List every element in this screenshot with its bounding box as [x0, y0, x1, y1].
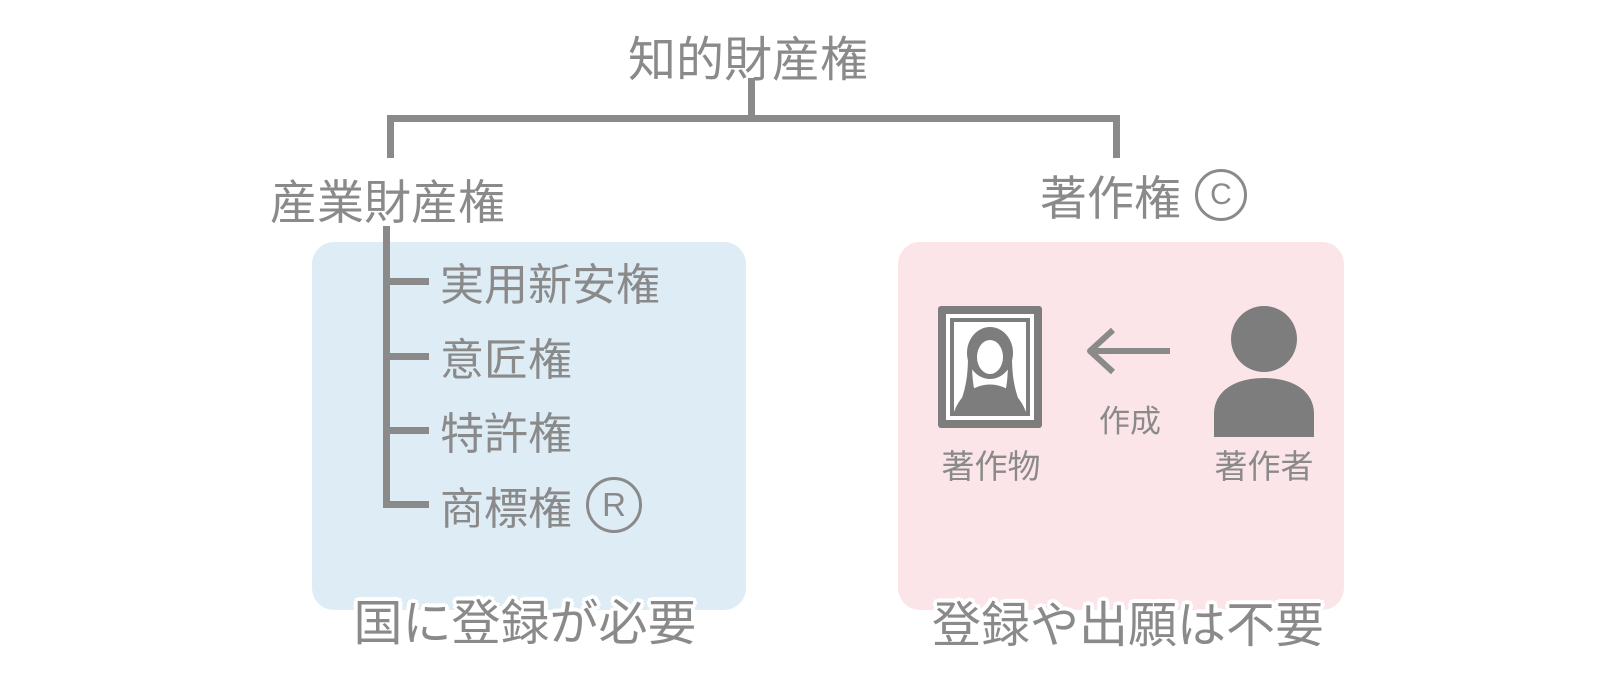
copyright-label: 著作権 C: [1040, 160, 1247, 229]
tree-connector-left-stub: [387, 115, 394, 158]
subtree-tick-1: [383, 278, 429, 285]
registered-trademark-symbol: R: [586, 477, 642, 533]
industrial-property-label: 産業財産権: [270, 176, 505, 229]
right-box-caption: 登録や出願は不要: [931, 599, 1325, 653]
left-box-caption: 国に登録が必要: [353, 597, 697, 651]
copyright-symbol: C: [1195, 168, 1247, 221]
copyright-label-text: 著作権: [1040, 172, 1181, 225]
creation-arrow-label: 作成: [1099, 404, 1161, 439]
copyrighted-work-label: 著作物: [941, 448, 1041, 485]
subtree-tick-4: [383, 501, 429, 508]
item-trademark-right: 商標権 R: [440, 477, 642, 534]
subtree-tick-2: [383, 353, 429, 360]
left-arrow-icon: [1087, 327, 1170, 375]
subtree-vertical-line: [383, 226, 390, 508]
item-patent-right: 特許権: [440, 410, 572, 459]
item-utility-model-right: 実用新安権: [440, 261, 660, 310]
tree-connector-top-stub: [748, 78, 755, 118]
subtree-tick-3: [383, 427, 429, 434]
author-label: 著作者: [1214, 448, 1314, 485]
tree-connector-right-stub: [1113, 115, 1120, 158]
framed-portrait-icon: [938, 306, 1042, 428]
item-design-right: 意匠権: [440, 336, 572, 385]
tree-connector-horizontal: [387, 115, 1120, 122]
person-icon: [1214, 306, 1314, 437]
